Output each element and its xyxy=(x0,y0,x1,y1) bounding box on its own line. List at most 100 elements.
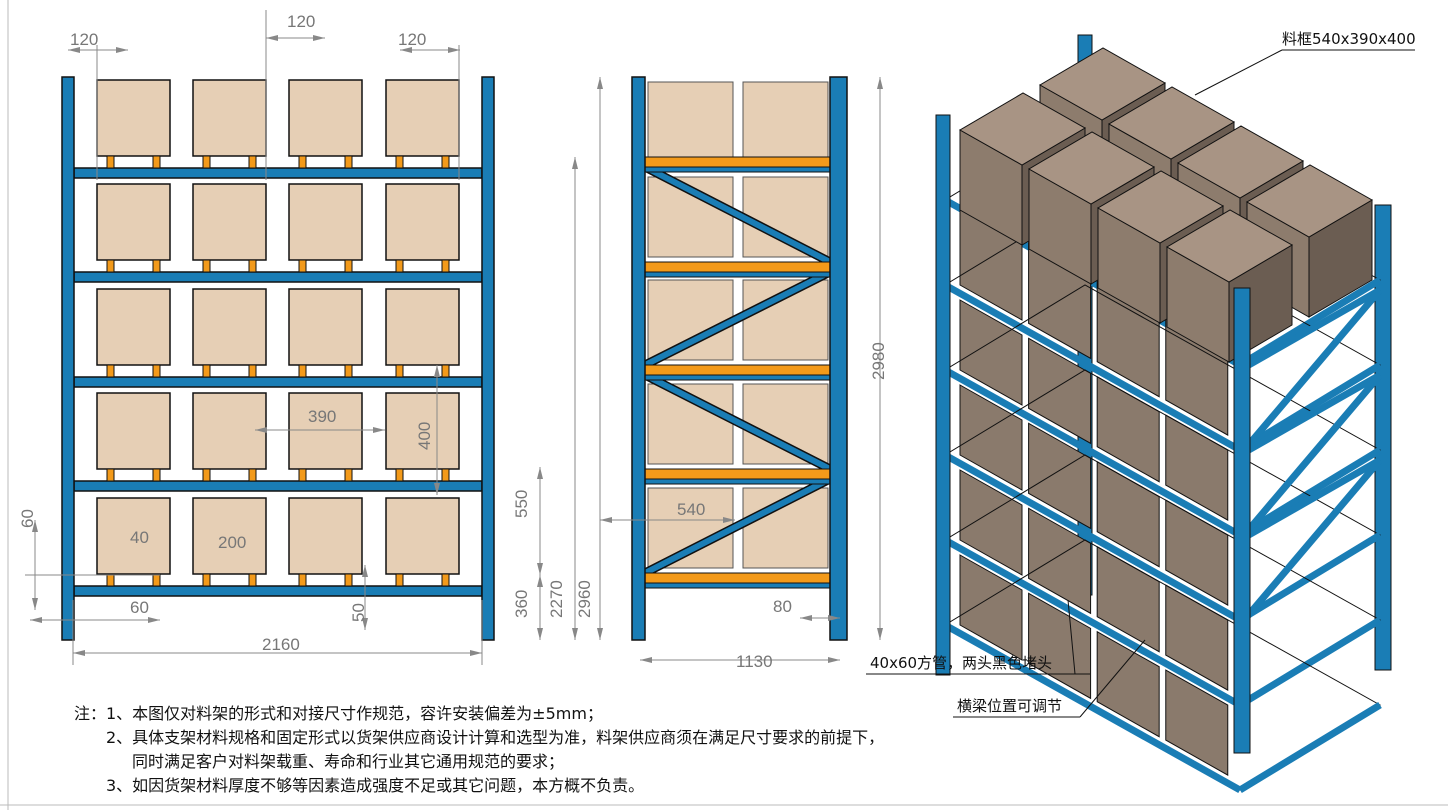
brace xyxy=(643,269,832,368)
box-foot xyxy=(395,573,404,587)
box xyxy=(385,392,460,470)
iso-beam-side xyxy=(1238,617,1382,708)
box-side xyxy=(742,81,829,161)
box-foot xyxy=(202,364,211,378)
dim-gap-2: 120 xyxy=(287,12,315,31)
box-foot xyxy=(298,573,307,587)
iso-brace xyxy=(1237,457,1383,628)
beam xyxy=(73,271,483,283)
iso-beam-front xyxy=(943,621,1242,794)
box xyxy=(288,183,363,261)
beam xyxy=(73,480,483,492)
dim-foot-width: 40 xyxy=(130,528,149,547)
box xyxy=(385,183,460,261)
dim-2270: 2270 xyxy=(547,580,566,618)
box-foot xyxy=(248,259,257,273)
front-view xyxy=(61,76,495,641)
iso-box xyxy=(1165,669,1229,776)
box xyxy=(192,497,267,575)
dimension-labels: 120 120 120 390 400 60 40 200 60 50 360 … xyxy=(18,12,888,671)
box xyxy=(96,288,171,366)
dim-gap-3: 120 xyxy=(398,30,426,49)
iso-beam-side xyxy=(1238,362,1382,453)
iso-beam-side xyxy=(1238,447,1382,538)
box-foot xyxy=(152,573,161,587)
box xyxy=(96,392,171,470)
box xyxy=(385,79,460,157)
iso-box-top xyxy=(1107,86,1236,160)
iso-box xyxy=(1096,630,1160,738)
box-foot xyxy=(298,155,307,169)
box xyxy=(96,183,171,261)
beam-side xyxy=(644,261,831,273)
dim-foot-spacing: 200 xyxy=(218,533,246,552)
isometric-view xyxy=(935,34,1392,794)
box-foot xyxy=(298,259,307,273)
beam-side-blue xyxy=(644,374,831,381)
box-foot xyxy=(106,364,115,378)
box xyxy=(385,288,460,366)
upright-right xyxy=(481,76,495,641)
iso-beam-side xyxy=(1238,277,1382,368)
brace xyxy=(643,372,832,472)
iso-beam-front xyxy=(943,281,1242,454)
iso-box-top xyxy=(1038,47,1167,121)
box-foot xyxy=(248,364,257,378)
iso-box xyxy=(959,469,1023,576)
iso-box-top xyxy=(1245,164,1374,238)
box-foot xyxy=(344,259,353,273)
dim-beam-height: 50 xyxy=(349,603,368,622)
box-foot xyxy=(441,364,450,378)
note-3: 3、如因货架材料厚度不够等因素造成强度不足或其它问题，本方概不负责。 xyxy=(106,776,645,795)
dim-post-depth: 80 xyxy=(773,597,792,616)
iso-box xyxy=(1096,375,1160,483)
iso-beam-front xyxy=(943,366,1242,539)
dim-gap-1: 120 xyxy=(70,30,98,49)
box-foot xyxy=(344,468,353,482)
iso-post-back-right xyxy=(1374,204,1392,671)
box-foot xyxy=(344,155,353,169)
iso-box xyxy=(1028,337,1092,445)
beam xyxy=(73,585,483,597)
box-side xyxy=(647,279,734,361)
box-foot xyxy=(395,468,404,482)
dim-bottom-clearance: 360 xyxy=(512,590,531,618)
box-foot xyxy=(441,155,450,169)
iso-box-top xyxy=(1027,131,1156,205)
iso-box xyxy=(959,384,1023,491)
iso-brace xyxy=(1237,372,1383,543)
box xyxy=(385,497,460,575)
dim-total-height: 2980 xyxy=(869,342,888,380)
beam-side-blue xyxy=(644,271,831,278)
box-foot xyxy=(152,364,161,378)
dim-foot-height: 60 xyxy=(18,509,37,528)
upright-front xyxy=(631,76,646,641)
side-view xyxy=(631,76,848,641)
box-foot xyxy=(106,155,115,169)
box-foot xyxy=(441,573,450,587)
box-foot xyxy=(106,573,115,587)
box-foot xyxy=(395,259,404,273)
iso-box xyxy=(1028,592,1092,700)
box xyxy=(192,288,267,366)
box-foot xyxy=(395,364,404,378)
box-foot xyxy=(248,468,257,482)
box xyxy=(192,392,267,470)
dim-box-depth: 540 xyxy=(677,500,705,519)
box-foot xyxy=(106,259,115,273)
callouts: 料框540x390x400 40x60方管，两头黑色堵头 横梁位置可调节 xyxy=(866,30,1416,718)
iso-box-top xyxy=(1096,170,1225,244)
box-foot xyxy=(152,468,161,482)
iso-box xyxy=(1165,414,1229,521)
beam-side-blue xyxy=(644,166,831,173)
box xyxy=(192,79,267,157)
box-foot xyxy=(202,468,211,482)
box-side xyxy=(647,81,734,161)
box-foot xyxy=(248,573,257,587)
iso-post-front-right xyxy=(1233,287,1251,754)
box-foot xyxy=(298,364,307,378)
dim-post-width: 60 xyxy=(130,598,149,617)
beam-side xyxy=(644,572,831,584)
box-foot xyxy=(344,364,353,378)
dim-2960: 2960 xyxy=(575,580,594,618)
